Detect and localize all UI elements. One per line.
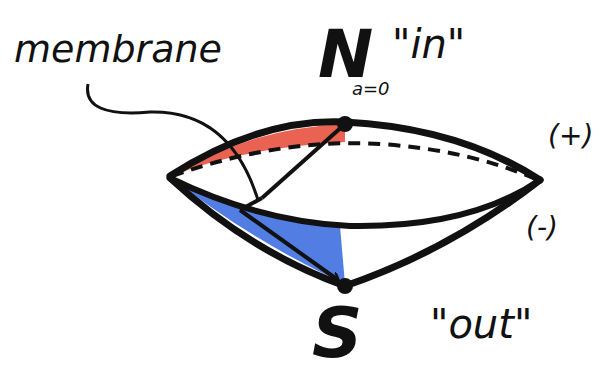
subscript-label: a=0: [352, 80, 390, 98]
membrane-label: membrane: [14, 30, 222, 68]
pole-dot: [337, 278, 353, 294]
pole-label: S: [312, 298, 362, 368]
sign-label: (-): [526, 214, 558, 242]
pole-label: N: [318, 22, 373, 88]
back-arc: [172, 143, 538, 180]
region-label: "in": [392, 24, 465, 64]
pole-dot: [337, 116, 353, 132]
membrane-line: [262, 124, 345, 198]
membrane-line: [240, 210, 338, 280]
membrane-line: [240, 198, 262, 210]
leader-line: [88, 84, 258, 200]
bottom-arc: [170, 178, 540, 286]
top-arc: [170, 122, 540, 180]
region-label: "out": [430, 304, 532, 344]
sign-label: (+): [548, 122, 593, 150]
